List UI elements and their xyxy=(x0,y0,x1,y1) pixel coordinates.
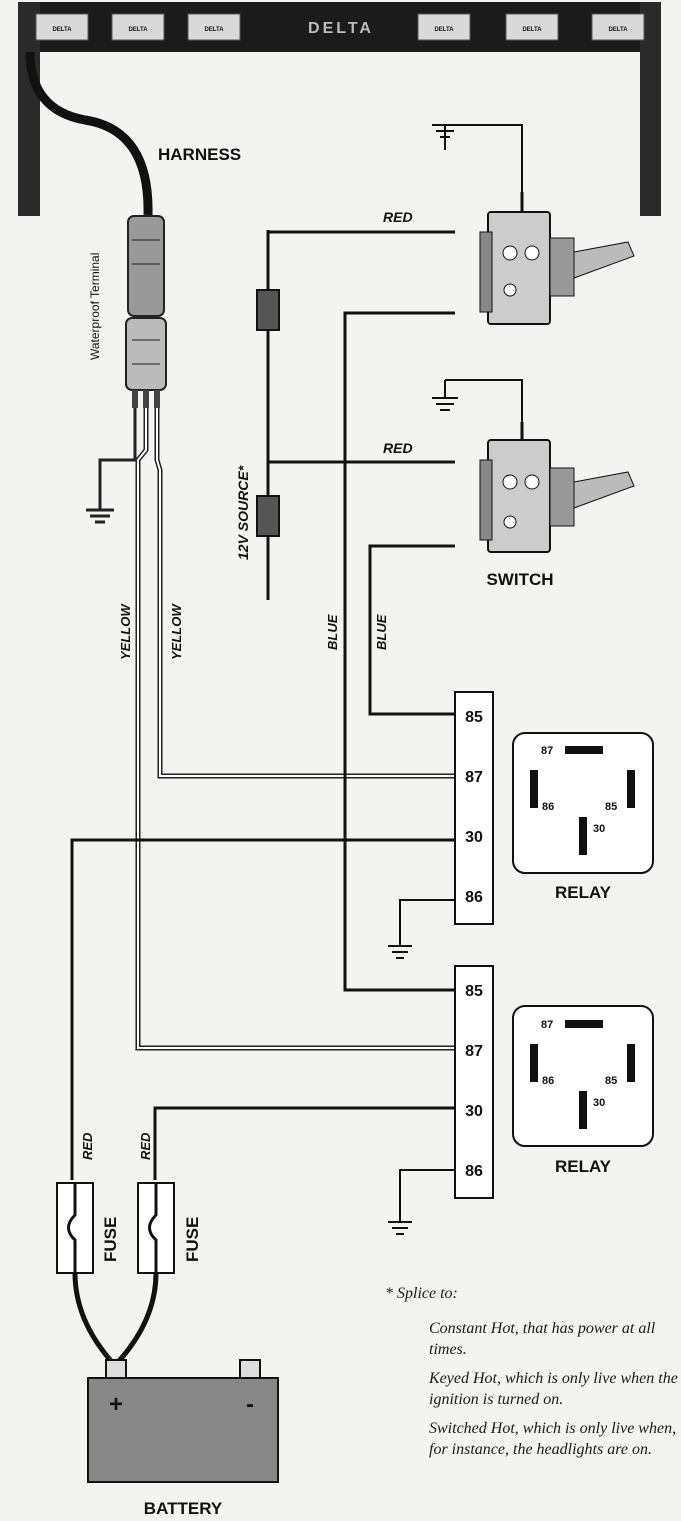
fuse-2 xyxy=(137,1182,175,1274)
red-label-fuse-2: RED xyxy=(138,1132,153,1160)
svg-text:85: 85 xyxy=(605,801,617,813)
svg-text:87: 87 xyxy=(541,745,553,757)
switch-label: SWITCH xyxy=(486,570,553,589)
lamp: DELTA xyxy=(187,13,241,41)
svg-text:30: 30 xyxy=(593,823,605,835)
lamp: DELTA xyxy=(35,13,89,41)
red-label-switch-1: RED xyxy=(383,209,413,225)
pin-85: 85 xyxy=(465,709,483,726)
svg-text:85: 85 xyxy=(605,1075,617,1087)
pin-87: 87 xyxy=(465,1043,483,1060)
battery-plus: + xyxy=(109,1391,123,1418)
waterproof-terminal-label: Waterproof Terminal xyxy=(88,253,102,360)
footnote-heading: * Splice to: xyxy=(385,1285,458,1302)
harness-cable xyxy=(25,51,153,216)
relay-label: RELAY xyxy=(555,883,612,902)
lamp: DELTA xyxy=(111,13,165,41)
svg-text:DELTA: DELTA xyxy=(204,27,224,33)
yellow-label: YELLOW xyxy=(169,603,184,660)
svg-text:DELTA: DELTA xyxy=(52,27,72,33)
svg-text:DELTA: DELTA xyxy=(434,27,454,33)
lamp: DELTA xyxy=(591,13,645,41)
fuse-label: FUSE xyxy=(101,1217,120,1262)
battery-minus: - xyxy=(246,1391,254,1418)
relay-label: RELAY xyxy=(555,1157,612,1176)
battery-label: BATTERY xyxy=(144,1499,223,1518)
svg-text:DELTA: DELTA xyxy=(128,27,148,33)
12v-source-wire xyxy=(256,230,455,600)
relay-1-symbol: 87 86 85 30 xyxy=(512,732,654,874)
blue-wires xyxy=(343,311,455,992)
switch-1 xyxy=(432,124,635,325)
footnote-item: Constant Hot, that has power at all time… xyxy=(429,1320,656,1358)
blue-label: BLUE xyxy=(325,614,340,650)
red-power-wires xyxy=(70,838,455,1180)
light-bar: DELTA DELTA DELTA DELTA DELTA DELTA DELT… xyxy=(18,2,661,216)
blue-label: BLUE xyxy=(374,614,389,650)
harness-ground-wire xyxy=(86,408,137,524)
red-label-switch-2: RED xyxy=(383,440,413,456)
footnote-item: Keyed Hot, which is only live when the i… xyxy=(429,1370,678,1408)
relay-grounds xyxy=(388,899,455,1235)
fuse-label: FUSE xyxy=(183,1217,202,1262)
pin-30: 30 xyxy=(465,1103,483,1120)
harness-label: HARNESS xyxy=(158,145,241,164)
12v-source-label: 12V SOURCE* xyxy=(235,465,251,560)
pin-85: 85 xyxy=(465,983,483,1000)
lamp: DELTA xyxy=(417,13,471,41)
pin-86: 86 xyxy=(465,1163,483,1180)
battery: + - xyxy=(87,1359,279,1483)
pin-87: 87 xyxy=(465,769,483,786)
waterproof-terminal xyxy=(125,215,167,408)
splice-footnote: * Splice to: Constant Hot, that has powe… xyxy=(385,1283,681,1468)
svg-text:DELTA: DELTA xyxy=(608,27,628,33)
switch-2 xyxy=(432,379,635,553)
relay-2-terminals: 85 87 30 86 xyxy=(454,965,494,1199)
svg-text:87: 87 xyxy=(541,1019,553,1031)
relay-1-terminals: 85 87 30 86 xyxy=(454,691,494,925)
lamp: DELTA xyxy=(505,13,559,41)
fuse-1 xyxy=(56,1182,94,1274)
svg-text:86: 86 xyxy=(542,801,554,813)
light-bar-logo: DELTA xyxy=(308,20,374,37)
footnote-item: Switched Hot, which is only live when, f… xyxy=(429,1420,677,1458)
svg-text:30: 30 xyxy=(593,1097,605,1109)
relay-2-symbol: 87 86 85 30 xyxy=(512,1005,654,1147)
battery-leads xyxy=(72,1272,159,1364)
pin-86: 86 xyxy=(465,889,483,906)
yellow-label: YELLOW xyxy=(118,603,133,660)
pin-30: 30 xyxy=(465,829,483,846)
red-label-fuse-1: RED xyxy=(80,1132,95,1160)
svg-text:86: 86 xyxy=(542,1075,554,1087)
svg-text:DELTA: DELTA xyxy=(522,27,542,33)
